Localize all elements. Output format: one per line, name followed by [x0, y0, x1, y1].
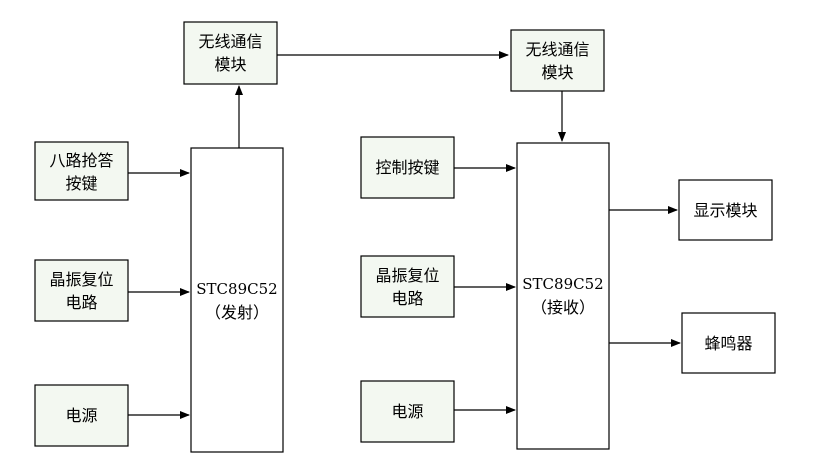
rx-keys-label: 控制按键	[375, 158, 439, 177]
rx-reset-label-2: 电路	[391, 289, 423, 308]
rx-reset-box: 晶振复位 电路	[360, 255, 455, 318]
tx-mcu-label-2: （发射）	[205, 303, 269, 322]
tx-reset-label-1: 晶振复位	[49, 270, 113, 289]
tx-reset-box: 晶振复位 电路	[34, 259, 129, 322]
rx-mcu-label-1: STC89C52	[522, 275, 603, 293]
tx-wireless-module: 无线通信 模块	[183, 21, 278, 85]
tx-keys-label-2: 按键	[65, 174, 97, 193]
rx-power-box: 电源	[360, 380, 455, 443]
tx-wireless-label-1: 无线通信	[198, 32, 262, 51]
rx-wireless-module: 无线通信 模块	[510, 29, 605, 92]
tx-power-label: 电源	[65, 406, 97, 425]
tx-power-box: 电源	[34, 384, 129, 447]
tx-reset-label-2: 电路	[65, 293, 97, 312]
tx-mcu-box: STC89C52 （发射）	[190, 147, 284, 453]
rx-mcu-box: STC89C52 （接收）	[516, 142, 610, 450]
tx-keys-box: 八路抢答 按键	[34, 141, 129, 201]
rx-mcu-label-2: （接收）	[531, 298, 595, 317]
rx-reset-label-1: 晶振复位	[375, 266, 439, 285]
rx-buzzer-label: 蜂鸣器	[704, 334, 752, 353]
rx-power-label: 电源	[391, 402, 423, 421]
rx-keys-box: 控制按键	[360, 136, 455, 199]
rx-buzzer-box: 蜂鸣器	[681, 312, 776, 374]
tx-wireless-label-2: 模块	[214, 55, 246, 74]
rx-display-box: 显示模块	[678, 179, 773, 241]
tx-mcu-label-1: STC89C52	[196, 280, 277, 298]
rx-wireless-label-2: 模块	[541, 63, 573, 82]
rx-display-label: 显示模块	[693, 201, 757, 220]
tx-keys-label-1: 八路抢答	[49, 151, 113, 170]
rx-wireless-label-1: 无线通信	[525, 40, 589, 59]
